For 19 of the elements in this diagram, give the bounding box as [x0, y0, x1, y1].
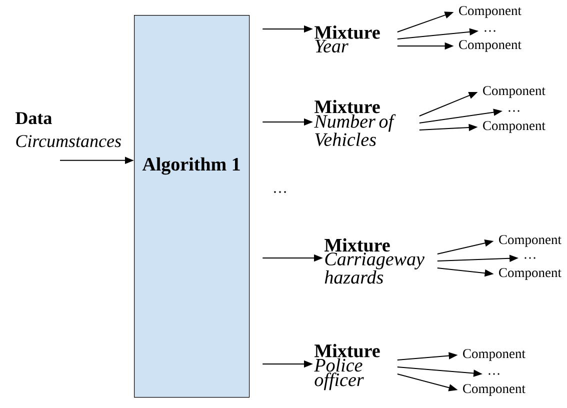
text-label: … — [508, 110, 520, 112]
text-label: Mixture Year — [314, 26, 380, 53]
text-label: Component — [459, 40, 522, 52]
text-label: … — [524, 257, 536, 259]
process-box: Algorithm 1 — [134, 15, 250, 398]
ellipsis: … — [274, 191, 286, 193]
text-label: Component — [459, 6, 522, 18]
text-label: Component — [499, 235, 562, 247]
text-label: … — [488, 373, 500, 375]
text-label: Component — [483, 86, 546, 98]
text-label: Mixture Police officer — [314, 344, 380, 390]
text-label: Component — [483, 121, 546, 133]
text-label: … — [484, 30, 496, 32]
text-label: Data Circumstances — [16, 112, 121, 148]
text-label: Mixture Carriageway hazards — [324, 238, 424, 284]
text-label: Component — [463, 384, 526, 396]
text-label: Mixture Number of Vehicles — [314, 100, 396, 146]
text-label: Component — [499, 268, 562, 280]
text-label: Component — [463, 349, 526, 361]
